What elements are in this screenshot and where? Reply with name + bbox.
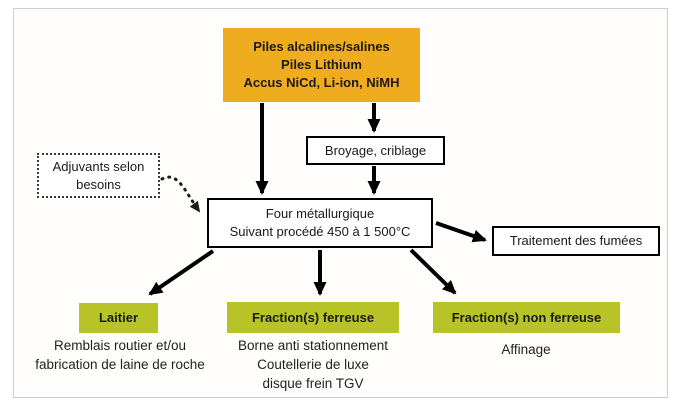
node-four-line: Suivant procédé 450 à 1 500°C [229,224,411,239]
note-laitier-line: Remblais routier et/ou [53,338,187,353]
arrow-four-to-fraction-non-ferreuse [409,248,457,295]
node-laitier-label: Laitier [98,310,138,325]
note-fraction-ferreuse-line: disque frein TGV [262,376,364,391]
node-fraction-ferreuse: Fraction(s) ferreuse [227,302,399,333]
node-broyage: Broyage, criblage [306,136,445,165]
node-adjuvants-line: Adjuvants selon [52,158,145,174]
note-fraction-ferreuse: Borne anti stationnement Coutellerie de … [203,336,423,393]
arrow-four-to-fumees [435,221,487,243]
note-fraction-ferreuse-line: Borne anti stationnement [237,338,389,353]
node-fraction-non-ferreuse-label: Fraction(s) non ferreuse [451,309,602,325]
node-adjuvants: Adjuvants selon besoins [37,153,160,198]
node-laitier: Laitier [79,303,158,333]
node-adjuvants-line: besoins [76,176,121,192]
note-fraction-non-ferreuse-line: Affinage [501,342,551,357]
note-fraction-non-ferreuse: Affinage [426,340,626,359]
node-fumees: Traitement des fumées [492,226,660,256]
node-four: Four métallurgique Suivant procédé 450 à… [207,198,433,248]
node-batteries-line: Accus NiCd, Li-ion, NiMH [243,75,400,90]
node-four-line: Four métallurgique [265,206,375,221]
node-batteries-line: Piles Lithium [281,57,362,72]
node-fumees-label: Traitement des fumées [509,233,643,248]
note-laitier: Remblais routier et/ou fabrication de la… [10,336,230,374]
arrow-four-to-laitier [148,249,215,296]
note-fraction-ferreuse-line: Coutellerie de luxe [257,357,369,372]
note-laitier-line: fabrication de laine de roche [35,357,205,372]
node-fraction-ferreuse-label: Fraction(s) ferreuse [251,309,375,325]
arrow-adjuvants-to-four-dotted [160,175,201,213]
node-fraction-non-ferreuse: Fraction(s) non ferreuse [433,302,620,333]
node-batteries-line: Piles alcalines/salines [253,39,390,54]
node-broyage-label: Broyage, criblage [324,142,427,158]
node-batteries: Piles alcalines/salines Piles Lithium Ac… [223,28,420,102]
